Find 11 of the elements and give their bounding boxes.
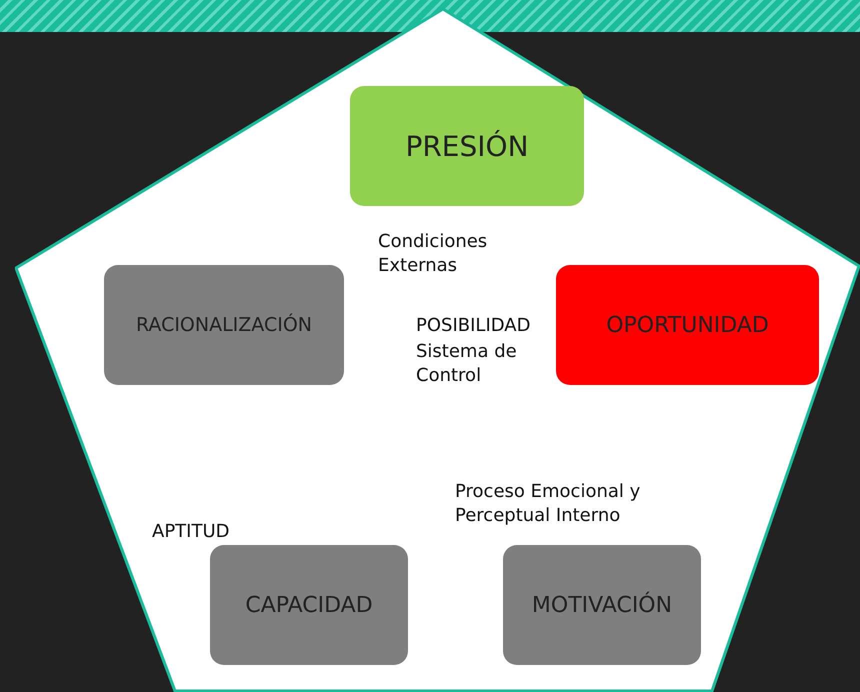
annotation-text: APTITUD [152, 520, 231, 544]
label-box: PRESIÓN [350, 86, 584, 206]
annotation-text: Proceso Emocional y Perceptual Interno [455, 480, 642, 528]
label-box: RACIONALIZACIÓN [104, 265, 344, 385]
label-box: CAPACIDAD [210, 545, 408, 665]
label-box: OPORTUNIDAD [556, 265, 819, 385]
annotation-text: Condiciones Externas [378, 230, 488, 278]
annotation-text: POSIBILIDAD [416, 314, 532, 338]
annotation-text: Sistema de Control [416, 340, 518, 388]
pentagon-shape [15, 8, 860, 692]
label-box: MOTIVACIÓN [503, 545, 701, 665]
